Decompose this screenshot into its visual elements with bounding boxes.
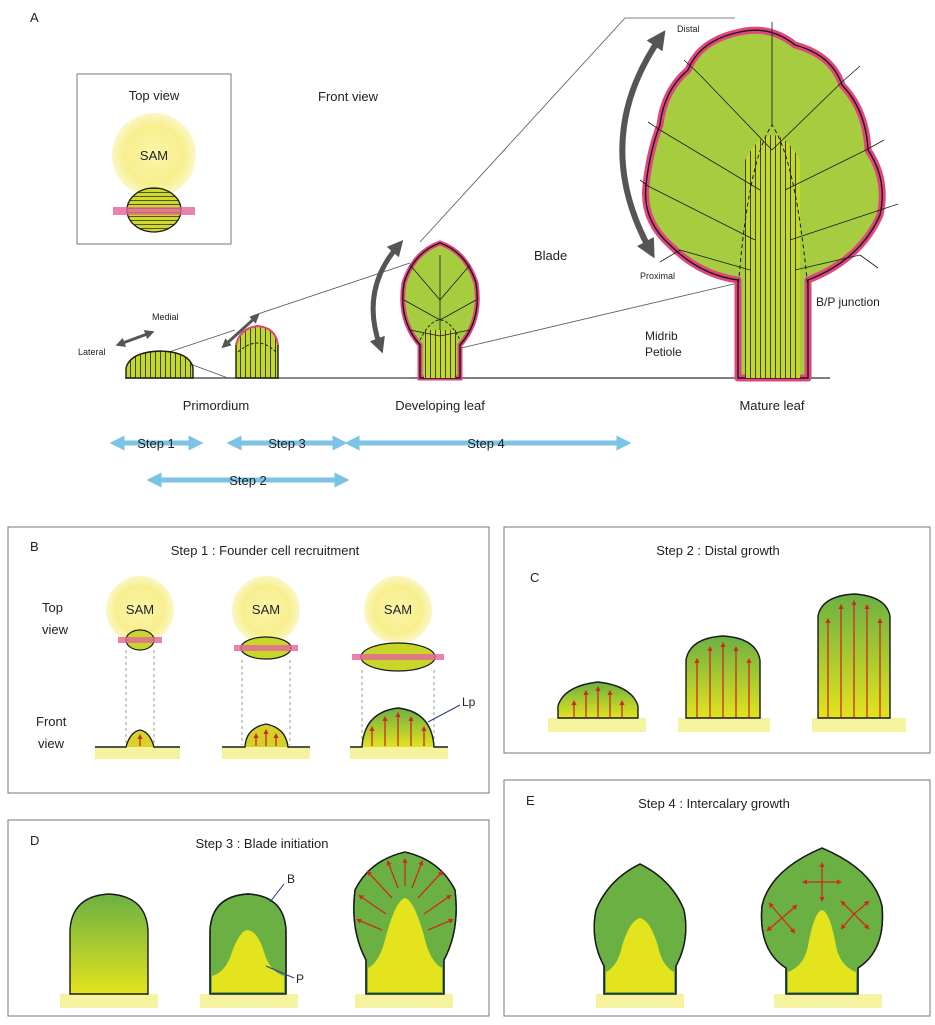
panel-c-title: Step 2 : Distal growth [656, 543, 780, 558]
p-label: P [296, 972, 304, 986]
panel-c: C Step 2 : Distal growth [504, 527, 930, 753]
panel-a-letter: A [30, 10, 39, 25]
lateral-label: Lateral [78, 347, 106, 357]
panel-e: E Step 4 : Intercalary growth [504, 780, 930, 1016]
front-view-line1: Front [36, 714, 67, 729]
b-label: B [287, 872, 295, 886]
sam-label: SAM [140, 148, 168, 163]
panel-c-letter: C [530, 570, 539, 585]
panel-a: A Top view SAM Front view Lateral Medial [30, 10, 898, 488]
top-view-label: Top view [129, 88, 180, 103]
sam-b2: SAM [252, 602, 280, 617]
medial-label: Medial [152, 312, 179, 322]
step-arrows [117, 443, 624, 480]
panel-b-letter: B [30, 539, 39, 554]
petiole-label: Petiole [645, 345, 682, 359]
developing-leaf [403, 243, 478, 378]
blade-init-leaf-1 [70, 894, 148, 994]
panel-e-letter: E [526, 793, 535, 808]
sam-b1: SAM [126, 602, 154, 617]
panel-d-letter: D [30, 833, 39, 848]
front-view-label: Front view [318, 89, 379, 104]
panel-b: B Step 1 : Founder cell recruitment Top … [8, 527, 489, 793]
mature-leaf-label: Mature leaf [739, 398, 804, 413]
blade-label: Blade [534, 248, 567, 263]
lateral-medial-arrow [120, 333, 150, 344]
sam-b3: SAM [384, 602, 412, 617]
developing-leaf-label: Developing leaf [395, 398, 485, 413]
developing-leaf-growth-arrow [373, 246, 398, 346]
panel-e-title: Step 4 : Intercalary growth [638, 796, 790, 811]
proximal-label: Proximal [640, 271, 675, 281]
panel-b-title: Step 1 : Founder cell recruitment [171, 543, 360, 558]
step1-label: Step 1 [137, 436, 175, 451]
primordium-label: Primordium [183, 398, 249, 413]
mature-leaf [640, 22, 898, 378]
step3-label: Step 3 [268, 436, 306, 451]
primordium-1 [126, 351, 193, 378]
top-view-line1: Top [42, 600, 63, 615]
lp-label: Lp [462, 695, 476, 709]
step2-label: Step 2 [229, 473, 267, 488]
bp-junction-label: B/P junction [816, 295, 880, 309]
midrib-label: Midrib [645, 329, 678, 343]
distal-label: Distal [677, 24, 700, 34]
panel-d-title: Step 3 : Blade initiation [196, 836, 329, 851]
top-view-line2: view [42, 622, 69, 637]
step4-label: Step 4 [467, 436, 505, 451]
panel-d: D Step 3 : Blade initiation B P [8, 820, 489, 1016]
front-view-line2: view [38, 736, 65, 751]
founder-band [113, 207, 195, 215]
